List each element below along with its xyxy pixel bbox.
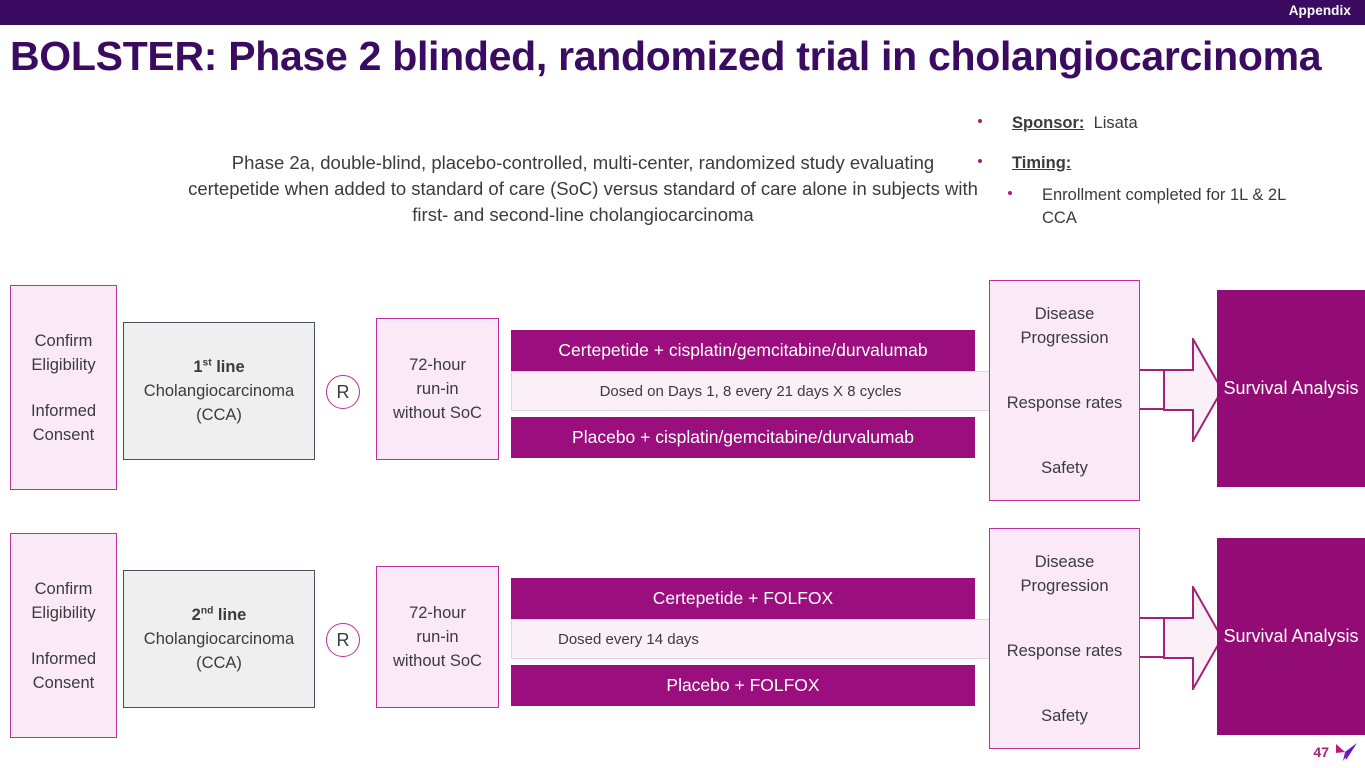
treatment-arm-placebo-second-line: Placebo + FOLFOX	[511, 665, 975, 706]
sponsor-value: Lisata	[1093, 114, 1138, 132]
population-line-label: 2nd line	[192, 603, 247, 627]
page-title: BOLSTER: Phase 2 blinded, randomized tri…	[10, 33, 1322, 79]
population-indication: Cholangiocarcinoma	[143, 382, 295, 400]
flow-arrow-first-line	[1163, 338, 1223, 442]
bullet-dot-icon	[978, 159, 982, 163]
consent-line: Consent	[32, 673, 95, 692]
population-line-number: 2	[191, 606, 201, 624]
consent-box-first-line: Confirm Eligibility Informed Consent	[10, 285, 117, 490]
treatment-arm-active-second-line: Certepetide + FOLFOX	[511, 578, 975, 619]
population-box-second-line: 2nd line Cholangiocarcinoma (CCA)	[123, 570, 315, 708]
population-line-suffix: line	[211, 358, 245, 376]
timing-sub-value: Enrollment completed for 1L & 2L CCA	[1042, 186, 1286, 227]
connector-line	[1140, 656, 1165, 658]
dose-note-second-line: Dosed every 14 days	[511, 619, 990, 659]
dose-note-first-line: Dosed on Days 1, 8 every 21 days X 8 cyc…	[511, 371, 990, 411]
consent-line: Informed	[30, 401, 97, 420]
page-number: 47	[1313, 744, 1329, 760]
bullet-timing: Timing:	[978, 152, 1358, 175]
top-bar: Appendix	[0, 0, 1365, 25]
sponsor-key: Sponsor:	[1012, 114, 1085, 132]
consent-line: Confirm	[34, 579, 93, 598]
endpoint-box-first-line: Survival Analysis	[1217, 290, 1365, 487]
bullet-dot-icon	[978, 119, 982, 123]
randomization-icon-first-line: R	[326, 375, 360, 409]
consent-line: Confirm	[34, 331, 93, 350]
bullet-timing-sub: Enrollment completed for 1L & 2L CCA	[978, 184, 1358, 230]
population-line-number: 1	[193, 358, 203, 376]
population-line-suffix: line	[213, 606, 247, 624]
runin-line: 72-hour	[409, 604, 466, 622]
outcome-item: Disease Progression	[1020, 552, 1109, 595]
consent-line: Informed	[30, 649, 97, 668]
runin-box-first-line: 72-hour run-in without SoC	[376, 318, 499, 460]
runin-line: run-in	[416, 380, 459, 398]
outcome-item: Safety	[1041, 706, 1088, 725]
outcome-item: Response rates	[1006, 641, 1123, 660]
population-abbrev: (CCA)	[196, 654, 242, 672]
connector-line	[1140, 617, 1165, 619]
appendix-label: Appendix	[1288, 3, 1351, 18]
outcomes-box-second-line: Disease Progression Response rates Safet…	[989, 528, 1140, 749]
population-line-ordinal: st	[202, 357, 212, 369]
connector-line	[1140, 369, 1165, 371]
runin-line: without SoC	[393, 404, 482, 422]
endpoint-box-second-line: Survival Analysis	[1217, 538, 1365, 735]
consent-line: Consent	[32, 425, 95, 444]
connector-line	[1140, 408, 1165, 410]
population-line-ordinal: nd	[200, 605, 214, 617]
bullet-sponsor: Sponsor: Lisata	[978, 112, 1358, 135]
study-info-bullets: Sponsor: Lisata Timing: Enrollment compl…	[978, 112, 1358, 247]
treatment-arm-placebo-first-line: Placebo + cisplatin/gemcitabine/durvalum…	[511, 417, 975, 458]
study-description: Phase 2a, double-blind, placebo-controll…	[188, 152, 978, 225]
population-line-label: 1st line	[193, 355, 244, 379]
outcome-item: Safety	[1041, 458, 1088, 477]
population-abbrev: (CCA)	[196, 406, 242, 424]
lisata-bird-logo-icon	[1336, 743, 1357, 761]
bullet-dot-icon	[1008, 191, 1012, 195]
runin-line: 72-hour	[409, 356, 466, 374]
runin-line: run-in	[416, 628, 459, 646]
population-indication: Cholangiocarcinoma	[143, 630, 295, 648]
consent-line: Eligibility	[31, 603, 96, 622]
outcome-item: Disease Progression	[1020, 304, 1109, 347]
consent-box-second-line: Confirm Eligibility Informed Consent	[10, 533, 117, 738]
outcomes-box-first-line: Disease Progression Response rates Safet…	[989, 280, 1140, 501]
randomization-icon-second-line: R	[326, 623, 360, 657]
consent-line: Eligibility	[31, 355, 96, 374]
runin-line: without SoC	[393, 652, 482, 670]
runin-box-second-line: 72-hour run-in without SoC	[376, 566, 499, 708]
population-box-first-line: 1st line Cholangiocarcinoma (CCA)	[123, 322, 315, 460]
flow-arrow-second-line	[1163, 586, 1223, 690]
timing-key: Timing:	[1012, 154, 1072, 172]
treatment-arm-active-first-line: Certepetide + cisplatin/gemcitabine/durv…	[511, 330, 975, 371]
outcome-item: Response rates	[1006, 393, 1123, 412]
